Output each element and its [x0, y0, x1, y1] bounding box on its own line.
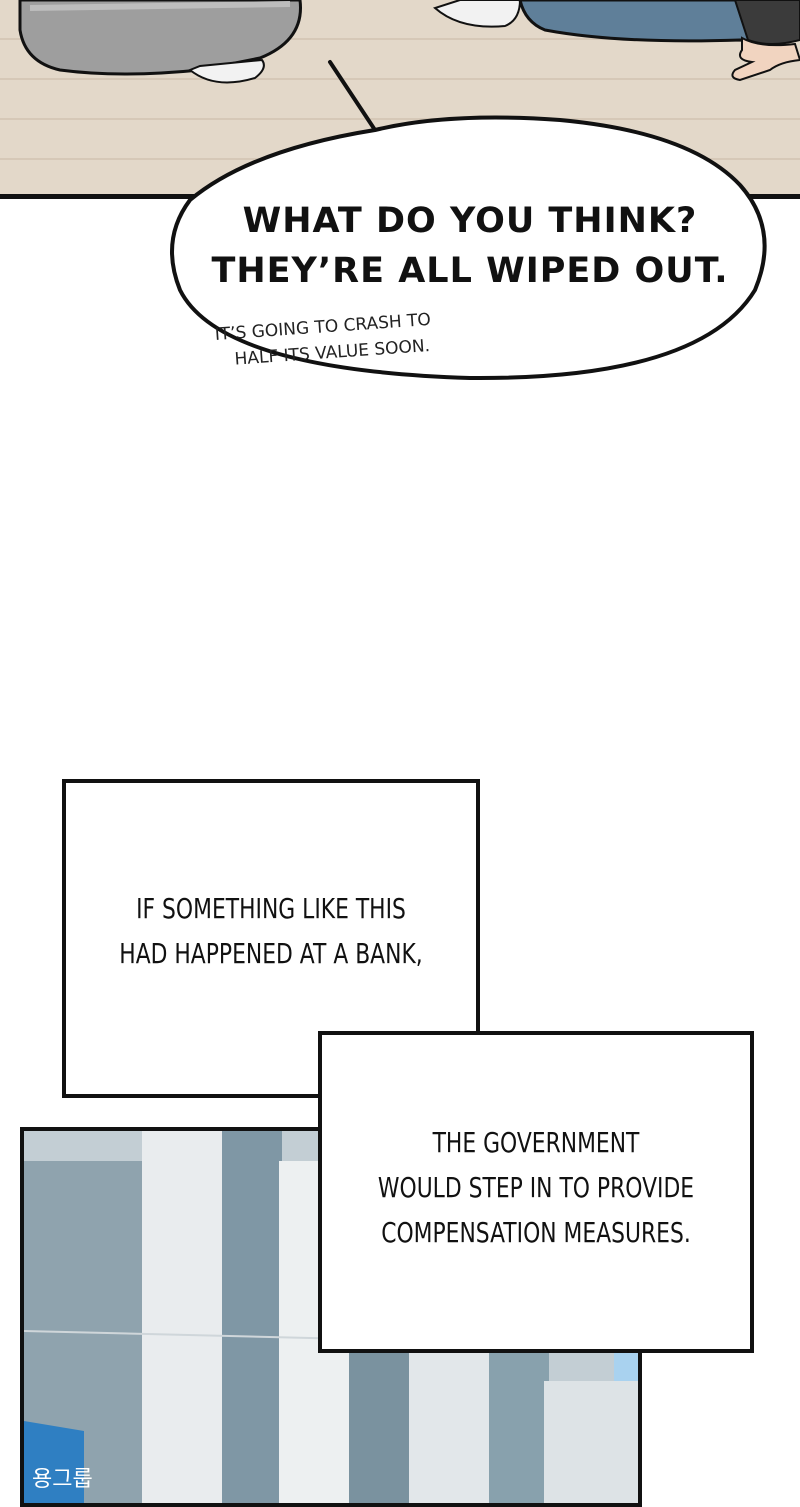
building-pillar-3 [409, 1351, 489, 1503]
speech-bubble-text: WHAT DO YOU THINK? THEY’RE ALL WIPED OUT… [190, 196, 750, 296]
sign-text: 용그룹 [32, 1467, 93, 1492]
speech-line-2: THEY’RE ALL WIPED OUT. [211, 251, 729, 291]
building-pillar-1 [142, 1131, 222, 1503]
caption-1-line-2: HAD HAPPENED AT A BANK, [119, 937, 423, 970]
caption-2-line-1: THE GOVERNMENT [432, 1126, 640, 1159]
caption-box-join [322, 1035, 476, 1094]
caption-1-text: IF SOMETHING LIKE THIS HAD HAPPENED AT A… [108, 886, 434, 976]
hand-shape [731, 36, 800, 82]
speech-bubble [170, 60, 767, 381]
grey-pants-shape [18, 0, 302, 76]
floor-scene-illustration [18, 0, 800, 84]
building-right [544, 1381, 638, 1503]
speech-line-1: WHAT DO YOU THINK? [242, 201, 698, 241]
blue-sign [24, 1421, 84, 1503]
caption-2-line-2: WOULD STEP IN TO PROVIDE [377, 1171, 695, 1204]
caption-2-text: THE GOVERNMENT WOULD STEP IN TO PROVIDE … [366, 1120, 706, 1255]
caption-2-line-3: COMPENSATION MEASURES. [381, 1216, 691, 1249]
building-glass-3 [489, 1351, 549, 1503]
speech-bubble-shape [170, 60, 767, 381]
building-glass-1 [222, 1131, 282, 1503]
white-sock-shape [188, 58, 265, 84]
caption-1-line-1: IF SOMETHING LIKE THIS [136, 892, 406, 925]
